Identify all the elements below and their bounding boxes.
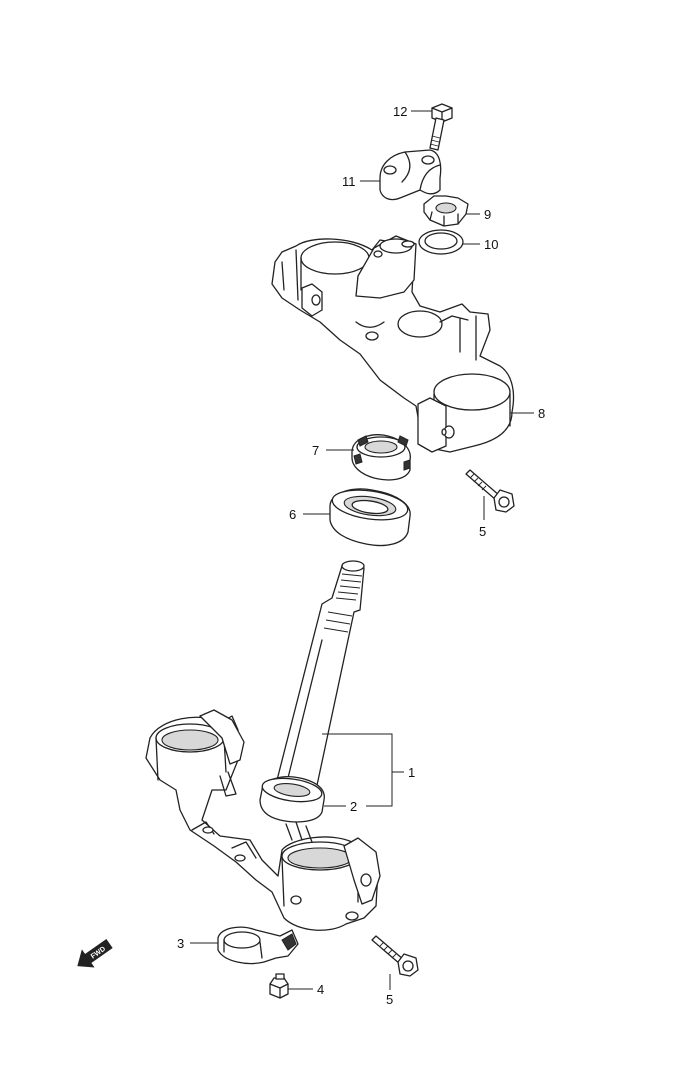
callout-2: 2 xyxy=(350,799,357,814)
part-3-clamp xyxy=(217,926,299,965)
lower-bracket xyxy=(145,709,381,931)
part-5-bolt-lower xyxy=(371,935,419,977)
part-12-bolt xyxy=(429,103,453,151)
part-9-castle-nut xyxy=(423,195,469,227)
part-11-handlebar-clamp xyxy=(379,149,442,201)
part-8-upper-bracket xyxy=(271,235,515,453)
callout-labels: 12 11 9 10 8 7 5 6 1 2 3 4 5 xyxy=(177,104,545,1007)
forward-arrow-icon: FWD xyxy=(77,939,113,968)
callout-5-upper: 5 xyxy=(479,524,486,539)
callout-5-lower: 5 xyxy=(386,992,393,1007)
part-7-locknut xyxy=(351,434,411,481)
part-1-steering-stem xyxy=(275,560,365,791)
part-2-lower-bearing xyxy=(259,776,325,823)
part-6-bearing xyxy=(329,488,411,547)
callout-7: 7 xyxy=(312,443,319,458)
callout-4: 4 xyxy=(317,982,324,997)
part-10-washer xyxy=(418,229,464,255)
callout-6: 6 xyxy=(289,507,296,522)
fwd-label: FWD xyxy=(90,946,107,961)
callout-8: 8 xyxy=(538,406,545,421)
part-5-bolt-upper xyxy=(465,469,515,513)
callout-9: 9 xyxy=(484,207,491,222)
leader-lines xyxy=(190,110,534,990)
callout-1: 1 xyxy=(408,765,415,780)
callout-11: 11 xyxy=(342,174,356,189)
callout-3: 3 xyxy=(177,936,184,951)
part-4-small-bolt xyxy=(269,973,289,999)
callout-10: 10 xyxy=(484,237,498,252)
callout-12: 12 xyxy=(393,104,407,119)
